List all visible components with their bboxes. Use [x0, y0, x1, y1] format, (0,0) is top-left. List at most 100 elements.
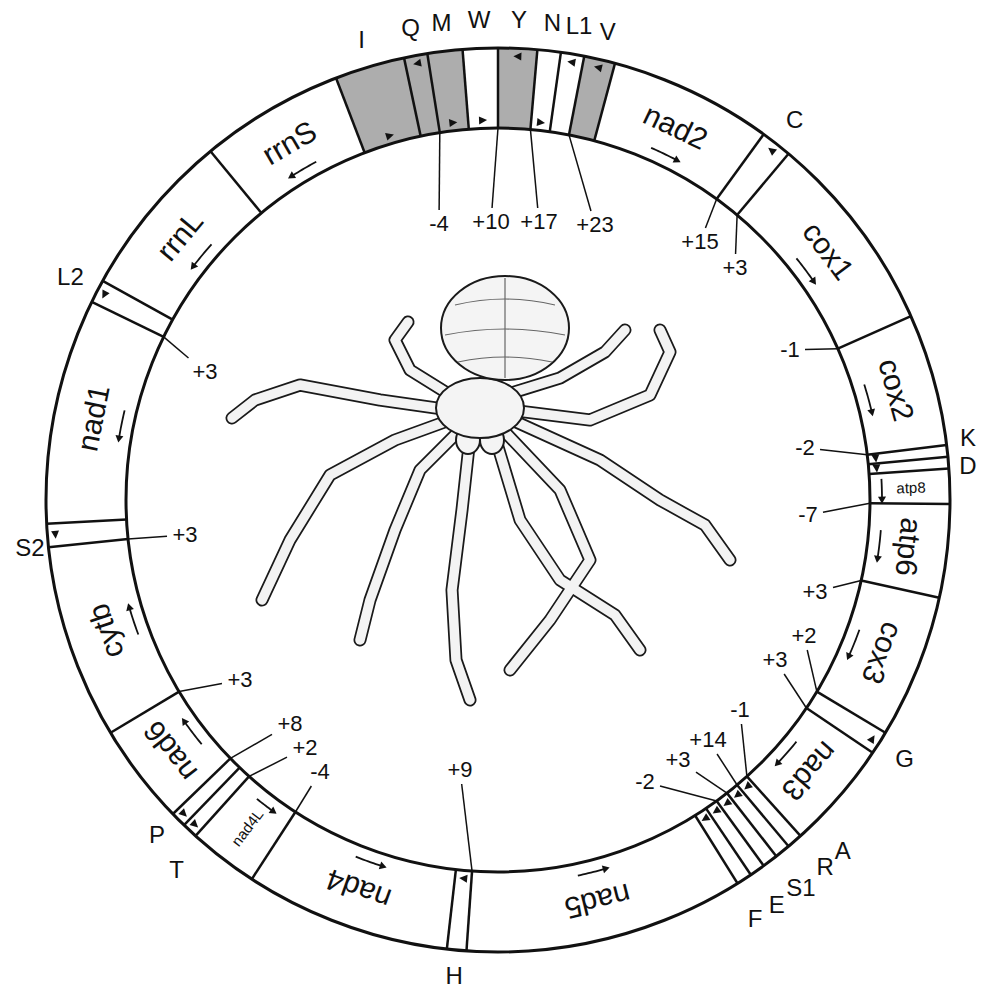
- gene-boundary: [530, 50, 537, 130]
- strand-arrow-head: [182, 718, 189, 726]
- label-holder: cox2: [873, 354, 920, 426]
- spider-illustration: [232, 276, 730, 700]
- leader-line: [741, 724, 746, 776]
- gene-label: atp6: [890, 516, 926, 577]
- label-holder: V: [598, 20, 617, 44]
- strand-arrow-head: [288, 171, 296, 178]
- label-holder: nad2: [638, 99, 713, 156]
- strand-arrow-shaft: [356, 857, 381, 866]
- spider-leg: [512, 420, 730, 560]
- label-holder: atp8: [895, 479, 927, 495]
- gene-label: atp8: [896, 479, 926, 495]
- genome-map: [46, 48, 950, 952]
- trna-label: R: [817, 855, 834, 879]
- leader-line: [705, 199, 716, 228]
- strand-arrow-head: [775, 758, 783, 766]
- strand-arrow-head: [116, 435, 124, 443]
- spacer-number: -1: [730, 699, 750, 721]
- strand-arrow: [182, 718, 202, 744]
- label-holder: W: [467, 8, 492, 32]
- strand-arrow: [116, 410, 125, 442]
- spacer-number: +14: [689, 729, 726, 751]
- ring-rim: [126, 128, 870, 872]
- label-holder: S1: [785, 876, 817, 900]
- label-holder: nad5: [561, 878, 635, 924]
- trna-strand-marker: [479, 117, 487, 125]
- label-holder: nad4: [321, 863, 396, 915]
- gene-label: rrnS: [258, 116, 322, 170]
- leader-line: [696, 772, 727, 793]
- gene-boundary: [210, 151, 261, 213]
- spacer-number: +9: [447, 759, 472, 781]
- strand-arrow-head: [673, 155, 681, 162]
- strand-arrow: [864, 385, 875, 417]
- leader-line: [249, 757, 287, 776]
- strand-arrow: [356, 857, 387, 870]
- gene-label: cox3: [856, 618, 907, 688]
- trna-label: S1: [786, 876, 815, 900]
- trna-label: F: [748, 907, 763, 931]
- label-holder: cox1: [796, 216, 860, 287]
- gene-boundary: [48, 539, 128, 547]
- spacer-number: +3: [172, 524, 197, 546]
- strand-arrow-shaft: [194, 244, 211, 265]
- spider-leg: [232, 385, 450, 418]
- trna-strand-marker: [51, 531, 59, 539]
- label-holder: I: [357, 28, 366, 52]
- strand-arrow-shaft: [779, 742, 797, 762]
- leader-line: [530, 129, 537, 208]
- strand-arrow-shaft: [130, 609, 139, 634]
- label-holder: S2: [14, 536, 46, 560]
- strand-arrow-shaft: [119, 410, 124, 436]
- gene-label: nad5: [562, 878, 634, 923]
- label-holder: -4: [428, 213, 450, 235]
- strand-arrow: [651, 148, 680, 163]
- gene-boundary: [466, 871, 472, 951]
- trna-label: L1: [566, 14, 593, 38]
- spider-leg: [360, 432, 458, 640]
- strand-arrow-shaft: [881, 479, 883, 498]
- gene-boundary: [867, 445, 946, 455]
- label-holder: +10: [471, 211, 511, 233]
- leader-line: [660, 786, 717, 801]
- label-holder: +9: [446, 759, 474, 781]
- strand-arrow-head: [846, 652, 853, 660]
- trna-label: L2: [57, 265, 84, 289]
- gene-boundary: [869, 468, 949, 474]
- spacer-number: +2: [791, 625, 816, 647]
- leader-line: [807, 650, 817, 692]
- label-holder: nad1: [72, 381, 115, 455]
- spacer-number: +8: [277, 713, 302, 735]
- spider-leg: [232, 385, 450, 418]
- spider-leg: [512, 420, 730, 560]
- gene-boundary: [463, 49, 469, 129]
- spider-leg: [262, 420, 450, 600]
- gene-boundary: [594, 63, 615, 140]
- leader-line: [784, 674, 806, 708]
- trna-strand-marker: [413, 59, 422, 67]
- leader-line: [820, 450, 867, 455]
- ring-body: [46, 48, 950, 952]
- spacer-number: -2: [795, 437, 815, 459]
- trna-strand-marker: [867, 735, 875, 744]
- leader-line: [462, 784, 472, 871]
- trna-label: M: [432, 11, 452, 35]
- trna-strand-marker: [537, 118, 545, 126]
- leader-line: [569, 135, 591, 211]
- gene-label: nad3: [776, 736, 842, 806]
- label-holder: +2: [790, 625, 818, 647]
- spacer-number: -4: [429, 213, 449, 235]
- gene-label: nad4: [322, 863, 395, 914]
- trna-strand-marker: [871, 454, 879, 462]
- spacer-number: +23: [576, 214, 613, 236]
- gene-label: nad2: [639, 99, 712, 155]
- leader-line: [230, 734, 272, 758]
- label-holder: -2: [634, 771, 656, 793]
- trna-strand-marker: [190, 819, 199, 827]
- label-holder: cytb: [83, 599, 130, 664]
- trna-strand-marker: [567, 59, 576, 67]
- strand-arrow-head: [379, 862, 387, 870]
- leader-line: [805, 348, 838, 350]
- spider-carapace: [441, 276, 569, 380]
